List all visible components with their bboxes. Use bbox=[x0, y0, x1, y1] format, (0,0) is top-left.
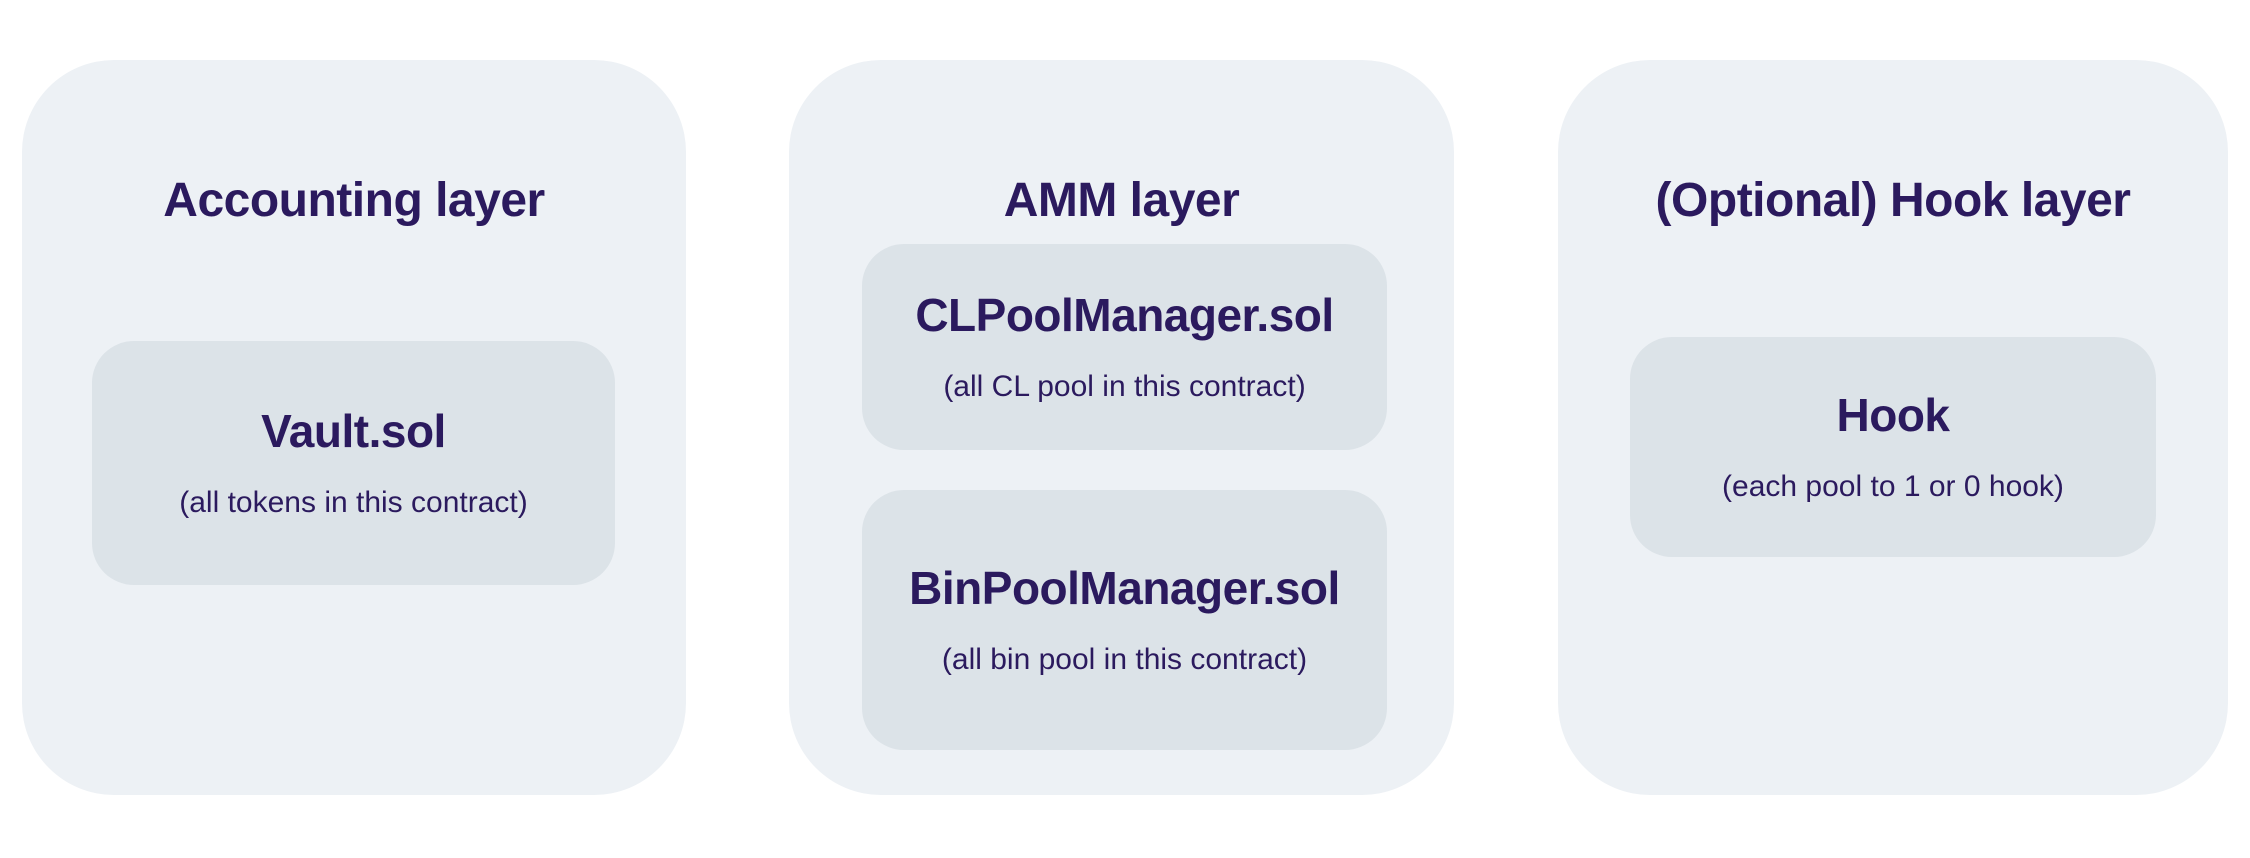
panel-accounting-layer: Accounting layer Vault.sol (all tokens i… bbox=[22, 60, 686, 795]
vault-sol-subtitle: (all tokens in this contract) bbox=[179, 486, 528, 519]
box-clpoolmanager-sol: CLPoolManager.sol (all CL pool in this c… bbox=[862, 244, 1387, 450]
clpoolmanager-title: CLPoolManager.sol bbox=[915, 289, 1334, 341]
accounting-layer-title: Accounting layer bbox=[163, 174, 545, 227]
hook-subtitle: (each pool to 1 or 0 hook) bbox=[1722, 470, 2064, 503]
box-vault-sol: Vault.sol (all tokens in this contract) bbox=[92, 341, 615, 585]
box-binpoolmanager-sol: BinPoolManager.sol (all bin pool in this… bbox=[862, 490, 1387, 750]
binpoolmanager-title: BinPoolManager.sol bbox=[909, 562, 1340, 614]
binpoolmanager-subtitle: (all bin pool in this contract) bbox=[941, 643, 1308, 676]
hook-title: Hook bbox=[1836, 389, 1951, 441]
panel-amm-layer: AMM layer CLPoolManager.sol (all CL pool… bbox=[789, 60, 1454, 795]
amm-layer-title: AMM layer bbox=[1003, 174, 1240, 227]
panel-hook-layer: (Optional) Hook layer Hook (each pool to… bbox=[1558, 60, 2228, 795]
clpoolmanager-subtitle: (all CL pool in this contract) bbox=[943, 370, 1306, 403]
hook-layer-title: (Optional) Hook layer bbox=[1655, 174, 2131, 227]
box-hook: Hook (each pool to 1 or 0 hook) bbox=[1630, 337, 2156, 557]
vault-sol-title: Vault.sol bbox=[261, 405, 446, 457]
